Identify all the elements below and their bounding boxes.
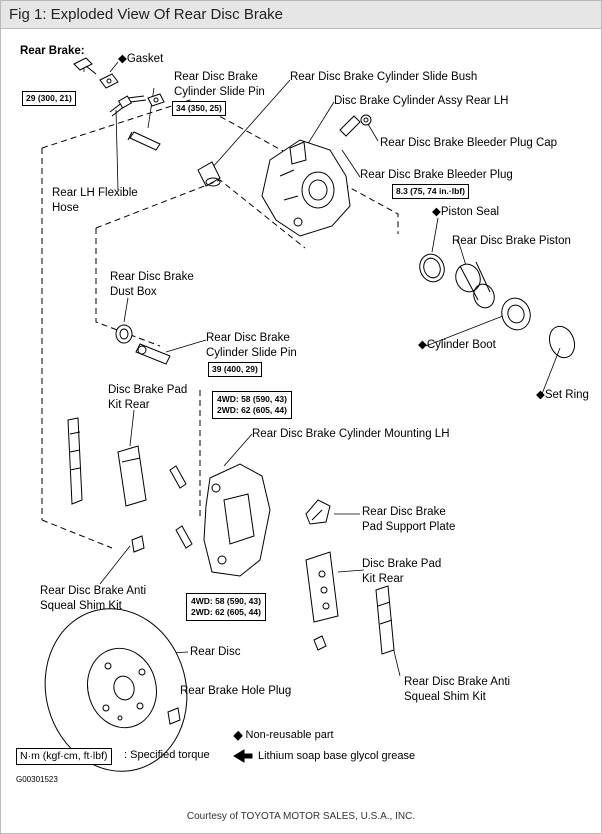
label-slide-pin-top: Rear Disc Brake Cylinder Slide Pin (174, 71, 265, 98)
cylinder-boot (501, 297, 531, 331)
mounting-bolts (169, 465, 193, 549)
torque-rear-brake: 29 (300, 21) (22, 91, 76, 106)
label-flexible-hose: Rear LH Flexible Hose (52, 187, 138, 214)
hole-plug (167, 707, 181, 725)
anti-squeal-shim-right (313, 585, 395, 655)
credit-line: Courtesy of TOYOTA MOTOR SALES, U.S.A., … (186, 811, 416, 822)
caliper-body (261, 139, 351, 237)
rear-brake-bolt (73, 57, 97, 75)
legend-grease: Lithium soap base glycol grease (258, 750, 416, 762)
torque-mounting-bottom-2wd: 2WD: 62 (605, 44) (191, 607, 261, 617)
torque-bleeder: 8.3 (75, 74 in.·lbf) (392, 184, 469, 199)
label-rear-brake: Rear Brake: (20, 45, 85, 57)
label-cylinder-assy: Disc Brake Cylinder Assy Rear LH (334, 95, 509, 107)
label-shim-left: Rear Disc Brake Anti Squeal Shim Kit (40, 585, 147, 612)
slide-pin-mid (135, 343, 171, 365)
flexible-hose (109, 95, 147, 117)
brake-pad-right (305, 551, 339, 623)
label-gasket: ◆Gasket (118, 53, 164, 65)
brake-pad-left (117, 445, 147, 507)
torque-slide-pin-top: 34 (350, 25) (172, 101, 226, 116)
torque-mounting-top: 4WD: 58 (590, 43) 2WD: 62 (605, 44) (212, 391, 292, 419)
pad-support-plate (305, 499, 331, 525)
slide-pin-top (127, 131, 161, 151)
slide-bush (197, 161, 221, 187)
label-hole-plug: Rear Brake Hole Plug (180, 685, 292, 697)
torque-mounting-top-2wd: 2WD: 62 (605, 44) (217, 405, 287, 415)
label-set-ring: ◆Set Ring (536, 389, 589, 401)
bleeder-plug (339, 114, 372, 137)
torque-mounting-bottom: 4WD: 58 (590, 43) 2WD: 62 (605, 44) (186, 593, 266, 621)
torque-mounting-top-4wd: 4WD: 58 (590, 43) (217, 394, 287, 404)
label-rear-disc: Rear Disc (190, 646, 241, 658)
anti-squeal-shim-left (67, 417, 145, 553)
dust-box (115, 324, 133, 344)
label-piston-seal: ◆Piston Seal (432, 206, 500, 218)
legend-non-reusable: ◆ Non-reusable part (234, 729, 334, 741)
legend-torque-text: : Specified torque (124, 749, 210, 761)
mounting-bracket (203, 463, 271, 577)
legend-diamond-icon (233, 731, 243, 741)
legend-torque-unit-box: N·m (kgf·cm, ft·lbf) (16, 748, 112, 765)
gasket-washers (99, 73, 165, 107)
figure-title-bar: Fig 1: Exploded View Of Rear Disc Brake (1, 1, 601, 29)
rear-disc-rotor (44, 608, 188, 772)
set-ring (548, 325, 576, 359)
torque-mounting-bottom-4wd: 4WD: 58 (590, 43) (191, 596, 261, 606)
torque-slide-pin-mid: 39 (400, 29) (208, 362, 262, 377)
label-cylinder-boot: ◆Cylinder Boot (418, 339, 496, 351)
label-shim-right: Rear Disc Brake Anti Squeal Shim Kit (404, 676, 511, 703)
piston-seal (419, 253, 445, 283)
label-dust-box: Rear Disc Brake Dust Box (110, 271, 194, 298)
figure-code: G00301523 (16, 775, 58, 784)
label-mounting: Rear Disc Brake Cylinder Mounting LH (252, 428, 450, 440)
grease-arrow-icon (233, 749, 253, 763)
label-slide-pin-mid: Rear Disc Brake Cylinder Slide Pin (206, 332, 297, 359)
leader-lines (83, 61, 561, 711)
label-bleeder-plug: Rear Disc Brake Bleeder Plug (360, 169, 513, 181)
label-piston: Rear Disc Brake Piston (452, 235, 571, 247)
label-pad-support-plate: Rear Disc Brake Pad Support Plate (362, 506, 456, 533)
piston (455, 261, 495, 309)
label-pad-kit-left: Disc Brake Pad Kit Rear (108, 384, 188, 411)
label-slide-bush: Rear Disc Brake Cylinder Slide Bush (290, 71, 478, 83)
figure-title: Fig 1: Exploded View Of Rear Disc Brake (9, 6, 284, 23)
label-bleeder-cap: Rear Disc Brake Bleeder Plug Cap (380, 137, 558, 149)
label-pad-kit-right: Disc Brake Pad Kit Rear (362, 558, 442, 585)
